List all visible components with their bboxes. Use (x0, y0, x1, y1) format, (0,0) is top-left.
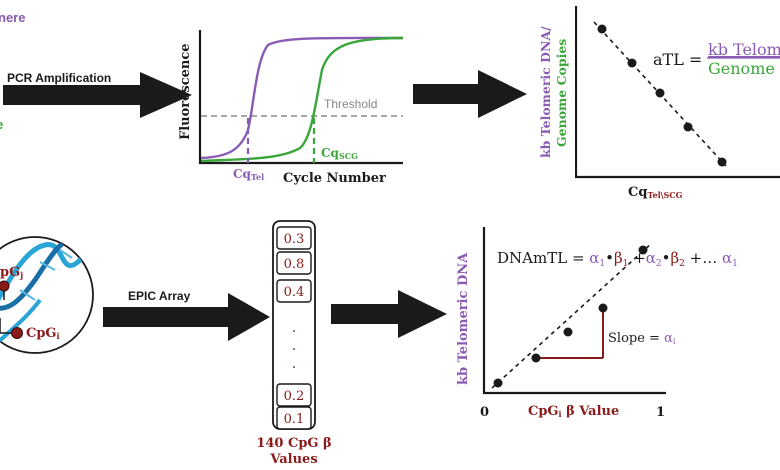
regression-plot: Slope = αi DNAmTL = α1•β1 +α2•β2 +… α1 0… (456, 227, 738, 420)
regression-tick-0: 0 (480, 405, 489, 420)
beta-ellipsis-dot: . (292, 320, 296, 336)
atl-equation: aTL = (653, 50, 702, 69)
cpg-j-label: pGj (0, 265, 23, 280)
beta-value: 0.3 (284, 232, 305, 247)
regression-point (493, 378, 503, 388)
dna-strand-3 (0, 298, 42, 352)
beta-value: 0.2 (284, 389, 305, 404)
cq-tel-label: CqTel (233, 167, 264, 182)
slope-label: Slope = αi (608, 331, 676, 346)
qpcr-plot: Threshold Fluorescence Cycle Number CqTe… (178, 30, 404, 186)
beta-caption-line2: Values (269, 452, 317, 467)
left-cut-label-green: e (0, 117, 3, 132)
scatter-point (655, 88, 665, 98)
beta-ellipsis-dot: . (292, 338, 296, 354)
regression-point (598, 303, 608, 313)
telomere-amplification-curve (200, 36, 404, 160)
regression-tick-1: 1 (656, 405, 665, 420)
regression-point (531, 353, 541, 363)
beta-ellipsis-dot: . (292, 356, 296, 372)
scatter-y-label-genome: Genome Copies (554, 39, 569, 147)
scatter-point (683, 122, 693, 132)
regression-x-label: CpGi β Value (528, 404, 619, 419)
beta-caption-line1: 140 CpG β (256, 436, 331, 451)
regression-point (563, 327, 573, 337)
standard-curve-plot: aTL = kb Telom Genome (575, 6, 780, 179)
dnamtl-equation: DNAmTL = α1•β1 +α2•β2 +… α1 (497, 249, 738, 269)
scatter-point (717, 157, 727, 167)
arrow-to-regression (331, 290, 447, 338)
atl-denominator: Genome (708, 59, 775, 78)
beta-cell (276, 383, 312, 407)
epic-array-arrow (103, 293, 270, 341)
scatter-point (597, 24, 607, 34)
beta-value: 0.1 (284, 412, 305, 427)
beta-values-column: 0.3 0.8 0.4 0.2 0.1... (272, 220, 316, 430)
scg-amplification-curve (200, 36, 404, 163)
cq-scg-label: CqSCG (321, 146, 358, 161)
qpcr-x-label: Cycle Number (283, 171, 386, 186)
beta-cell (276, 406, 312, 430)
scatter-point (627, 58, 637, 68)
beta-cell (276, 226, 312, 250)
regression-trend-line (491, 242, 653, 389)
beta-cell (276, 279, 312, 303)
epic-array-label: EPIC Array (128, 289, 191, 303)
scatter-x-label: CqTel\SCG (628, 185, 683, 200)
atl-numerator: kb Telom (708, 40, 780, 59)
regression-y-label: kb Telomeric DNA (456, 252, 471, 385)
regression-point (638, 245, 648, 255)
qpcr-y-label: Fluorescence (178, 43, 193, 140)
dna-methylation-illustration: pGj CpGi (0, 236, 94, 354)
arrow-to-scatter (413, 70, 527, 118)
pcr-arrow (3, 72, 192, 118)
scatter-y-label-telomeric: kb Telomeric DNA/ (538, 26, 553, 158)
left-cut-label: nere (0, 10, 25, 25)
cpg-i-label: CpGi (26, 326, 60, 341)
beta-value: 0.8 (284, 257, 305, 272)
beta-cell (276, 251, 312, 275)
threshold-label: Threshold (324, 97, 377, 111)
cpg-i-methyl (11, 327, 23, 339)
cpg-j-methyl (0, 280, 10, 292)
beta-value: 0.4 (284, 285, 305, 300)
pcr-amplification-label: PCR Amplification (7, 71, 111, 85)
